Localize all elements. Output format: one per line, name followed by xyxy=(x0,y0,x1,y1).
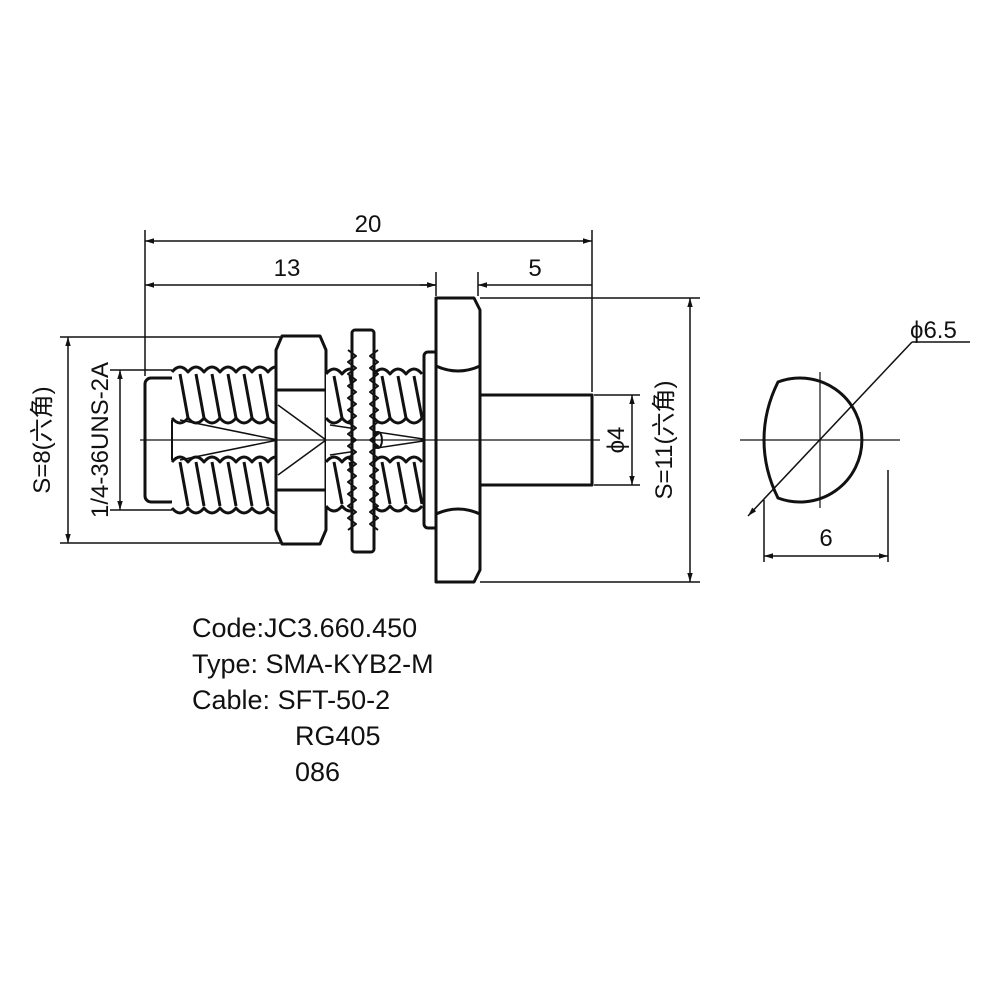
dimension-lines xyxy=(65,238,693,582)
cable-row: Cable: SFT-50-2 xyxy=(192,682,434,718)
dim-cutout-diameter-line xyxy=(747,341,913,517)
panel-cutout-view xyxy=(740,341,970,562)
dim-thread-text: 1/4-36UNS-2A xyxy=(87,362,114,518)
cable-item: SFT-50-2 xyxy=(277,685,391,715)
product-type: Type: SMA-KYB2-M xyxy=(192,649,434,679)
lock-washer xyxy=(347,328,379,554)
extension-lines xyxy=(60,230,700,583)
dim-overall-text: 20 xyxy=(355,211,382,238)
dim-pin-text: 5 xyxy=(528,255,541,282)
dim-body-text: 13 xyxy=(274,255,301,282)
cable-item: RG405 xyxy=(295,721,381,751)
dim-pin-diameter-text: ϕ4 xyxy=(603,427,630,454)
dim-hex-small-text: S=8(六角) xyxy=(28,386,56,493)
dim-cutout-width-text: 6 xyxy=(819,525,832,552)
product-info: Code:JC3.660.450 Type: SMA-KYB2-M Cable:… xyxy=(192,610,434,790)
connector-side-view xyxy=(143,296,594,584)
dim-cutout-diameter-text: ϕ6.5 xyxy=(910,317,957,344)
cable-prefix: Cable: xyxy=(192,685,278,715)
product-code: Code:JC3.660.450 xyxy=(192,613,418,643)
dim-hex-large-text: S=11(六角) xyxy=(650,381,678,500)
cable-item: 086 xyxy=(295,757,341,787)
